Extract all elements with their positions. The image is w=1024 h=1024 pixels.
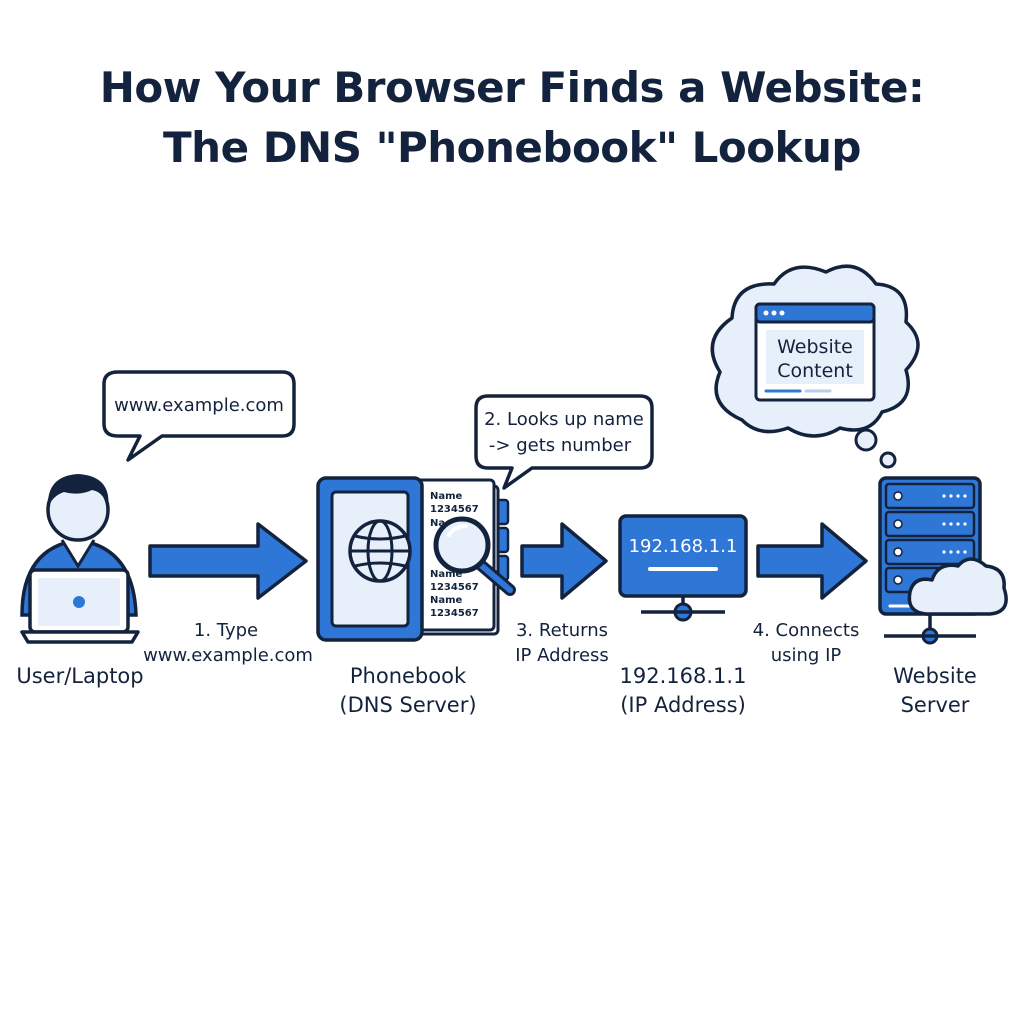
ip-label-line2: (IP Address)	[620, 693, 746, 717]
thought-text-line2: Content	[777, 360, 853, 382]
title-line-2: The DNS "Phonebook" Lookup	[163, 123, 861, 172]
entry-1-number: 1234567	[430, 504, 479, 515]
ip-node: 192.168.1.1 192.168.1.1 (IP Address)	[618, 514, 748, 717]
step-1-label-line1: 1. Type	[194, 620, 258, 641]
server-label-line1: Website	[893, 664, 977, 688]
phonebook-bubble-line1: 2. Looks up name	[484, 409, 644, 430]
browser-window-icon: Website Content	[754, 302, 876, 402]
phonebook-label-line1: Phonebook	[350, 664, 467, 688]
entry-3-name: Name	[430, 569, 463, 580]
ip-screen-text: 192.168.1.1	[629, 536, 738, 557]
user-node: www.example.com User/Laptop	[16, 370, 296, 688]
user-speech-bubble: www.example.com	[102, 370, 296, 462]
cloud-icon	[907, 557, 1008, 616]
phonebook-label-line2: (DNS Server)	[339, 693, 476, 717]
server-icon	[878, 476, 982, 645]
step-3-label-line1: 3. Returns	[516, 620, 608, 641]
phonebook-speech-bubble: 2. Looks up name -> gets number	[474, 394, 654, 490]
laptop-icon	[20, 568, 140, 644]
entry-4-number: 1234567	[430, 608, 479, 619]
magnifier-icon	[433, 516, 516, 596]
phonebook-entries: Name 1234567 Na Name 1234567 Name 123456…	[430, 491, 479, 619]
user-label: User/Laptop	[16, 664, 143, 688]
entry-3-number: 1234567	[430, 582, 479, 593]
diagram-title: How Your Browser Finds a Website: The DN…	[0, 58, 1024, 178]
ip-label-line1: 192.168.1.1	[620, 664, 747, 688]
globe-icon	[348, 519, 412, 583]
server-label-line2: Server	[901, 693, 970, 717]
phonebook-node: 2. Looks up name -> gets number Name 123…	[316, 394, 654, 717]
server-node: Website Content	[710, 264, 1008, 717]
monitor-icon: 192.168.1.1	[618, 514, 748, 622]
phonebook-bubble-line2: -> gets number	[489, 435, 632, 456]
arrow-3: 3. Returns IP Address	[515, 522, 609, 666]
step-4-label-line2: using IP	[771, 645, 842, 666]
entry-1-name: Name	[430, 491, 463, 502]
entry-4-name: Name	[430, 595, 463, 606]
entry-2-name: Na	[430, 518, 445, 529]
step-1-label-line2: www.example.com	[143, 645, 313, 666]
user-bubble-text: www.example.com	[114, 395, 284, 416]
step-4-label-line1: 4. Connects	[753, 620, 860, 641]
step-3-label-line2: IP Address	[515, 645, 609, 666]
arrow-4: 4. Connects using IP	[753, 522, 868, 666]
thought-text-line1: Website	[777, 336, 853, 358]
title-line-1: How Your Browser Finds a Website:	[99, 63, 925, 112]
thought-cloud: Website Content	[710, 264, 920, 469]
arrow-1: 1. Type www.example.com	[143, 522, 313, 666]
